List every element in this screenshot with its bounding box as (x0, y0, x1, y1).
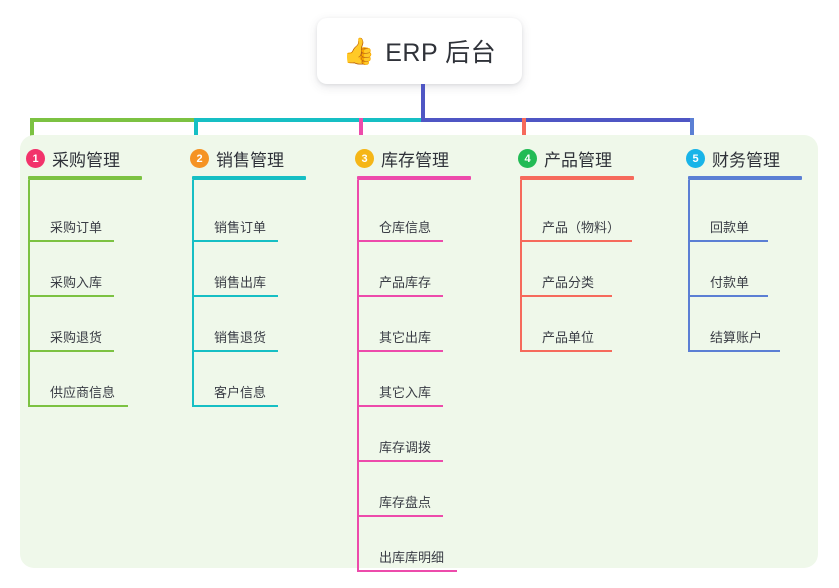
branch-badge-5: 5 (686, 149, 705, 168)
branch-title-2: 销售管理 (216, 151, 284, 170)
branch-spine-3 (357, 180, 359, 572)
leaf-node[interactable]: 产品分类 (518, 242, 620, 297)
leaf-label: 采购入库 (50, 275, 103, 290)
connector-trunk-vertical (421, 84, 425, 122)
branch-header-rule-1 (28, 176, 142, 180)
leaf-node[interactable]: 其它出库 (355, 297, 451, 352)
leaf-label: 产品分类 (542, 275, 595, 290)
thumbs-up-icon: 👍 (342, 36, 376, 66)
leaf-node[interactable]: 客户信息 (190, 352, 286, 407)
leaf-node[interactable]: 产品库存 (355, 242, 451, 297)
leaf-rule (357, 240, 443, 242)
leaf-rule (192, 350, 278, 352)
leaf-label: 采购退货 (50, 330, 103, 345)
leaf-rule (520, 350, 612, 352)
branch-badge-3: 3 (355, 149, 374, 168)
leaf-rule (28, 405, 128, 407)
branch-header-3[interactable]: 3 库存管理 (355, 146, 449, 171)
leaf-node[interactable]: 回款单 (686, 187, 776, 242)
branch-header-rule-4 (520, 176, 634, 180)
leaf-node[interactable]: 销售出库 (190, 242, 286, 297)
branch-title-5: 财务管理 (712, 151, 780, 170)
leaf-rule (357, 405, 443, 407)
leaf-label: 其它入库 (379, 385, 432, 400)
leaf-node[interactable]: 结算账户 (686, 297, 788, 352)
branch-badge-4: 4 (518, 149, 537, 168)
leaf-rule (192, 405, 278, 407)
leaf-node[interactable]: 采购入库 (26, 242, 122, 297)
leaf-label: 产品单位 (542, 330, 595, 345)
leaf-label: 销售出库 (214, 275, 267, 290)
branch-title-1: 采购管理 (52, 151, 120, 170)
leaf-label: 出库库明细 (379, 550, 445, 565)
branch-spine-5 (688, 180, 690, 352)
leaf-label: 库存盘点 (379, 495, 432, 510)
leaf-label: 回款单 (710, 220, 750, 235)
root-node-title: ERP 后台 (385, 39, 497, 67)
leaf-rule (688, 240, 768, 242)
branch-header-rule-2 (192, 176, 306, 180)
leaf-rule (357, 350, 443, 352)
leaf-rule (357, 570, 457, 572)
branch-header-5[interactable]: 5 财务管理 (686, 146, 780, 171)
leaf-rule (357, 295, 443, 297)
leaf-label: 库存调拨 (379, 440, 432, 455)
leaf-node[interactable]: 采购订单 (26, 187, 122, 242)
branch-header-rule-5 (688, 176, 802, 180)
leaf-label: 产品（物料） (542, 220, 621, 235)
leaf-node[interactable]: 出库库明细 (355, 517, 465, 572)
branch-header-rule-3 (357, 176, 471, 180)
root-node-erp-backend[interactable]: 👍 ERP 后台 (317, 18, 522, 84)
leaf-rule (357, 460, 443, 462)
leaf-node[interactable]: 产品（物料） (518, 187, 640, 242)
branch-header-4[interactable]: 4 产品管理 (518, 146, 612, 171)
leaf-node[interactable]: 采购退货 (26, 297, 122, 352)
branch-badge-1: 1 (26, 149, 45, 168)
leaf-rule (688, 295, 768, 297)
leaf-label: 销售订单 (214, 220, 267, 235)
branch-spine-1 (28, 180, 30, 407)
branch-badge-2: 2 (190, 149, 209, 168)
connector-segment-1 (30, 118, 198, 122)
leaf-rule (28, 295, 114, 297)
leaf-rule (28, 350, 114, 352)
connector-segment-2 (194, 118, 425, 122)
leaf-rule (357, 515, 443, 517)
leaf-rule (520, 240, 632, 242)
leaf-label: 销售退货 (214, 330, 267, 345)
leaf-rule (688, 350, 780, 352)
leaf-node[interactable]: 其它入库 (355, 352, 451, 407)
leaf-label: 供应商信息 (50, 385, 116, 400)
leaf-rule (192, 295, 278, 297)
leaf-rule (192, 240, 278, 242)
leaf-label: 付款单 (710, 275, 750, 290)
branch-header-2[interactable]: 2 销售管理 (190, 146, 284, 171)
leaf-node[interactable]: 供应商信息 (26, 352, 136, 407)
leaf-node[interactable]: 付款单 (686, 242, 776, 297)
leaf-label: 产品库存 (379, 275, 432, 290)
leaf-rule (28, 240, 114, 242)
leaf-label: 其它出库 (379, 330, 432, 345)
leaf-node[interactable]: 销售退货 (190, 297, 286, 352)
leaf-rule (520, 295, 612, 297)
leaf-node[interactable]: 库存调拨 (355, 407, 451, 462)
branch-spine-2 (192, 180, 194, 407)
branch-spine-4 (520, 180, 522, 352)
leaf-node[interactable]: 销售订单 (190, 187, 286, 242)
leaf-label: 结算账户 (710, 330, 763, 345)
leaf-node[interactable]: 产品单位 (518, 297, 620, 352)
branch-title-4: 产品管理 (544, 151, 612, 170)
connector-segment-trunk (421, 118, 694, 122)
branch-header-1[interactable]: 1 采购管理 (26, 146, 120, 171)
leaf-label: 仓库信息 (379, 220, 432, 235)
leaf-node[interactable]: 仓库信息 (355, 187, 451, 242)
leaf-label: 采购订单 (50, 220, 103, 235)
leaf-node[interactable]: 库存盘点 (355, 462, 451, 517)
branch-title-3: 库存管理 (381, 151, 449, 170)
leaf-label: 客户信息 (214, 385, 267, 400)
